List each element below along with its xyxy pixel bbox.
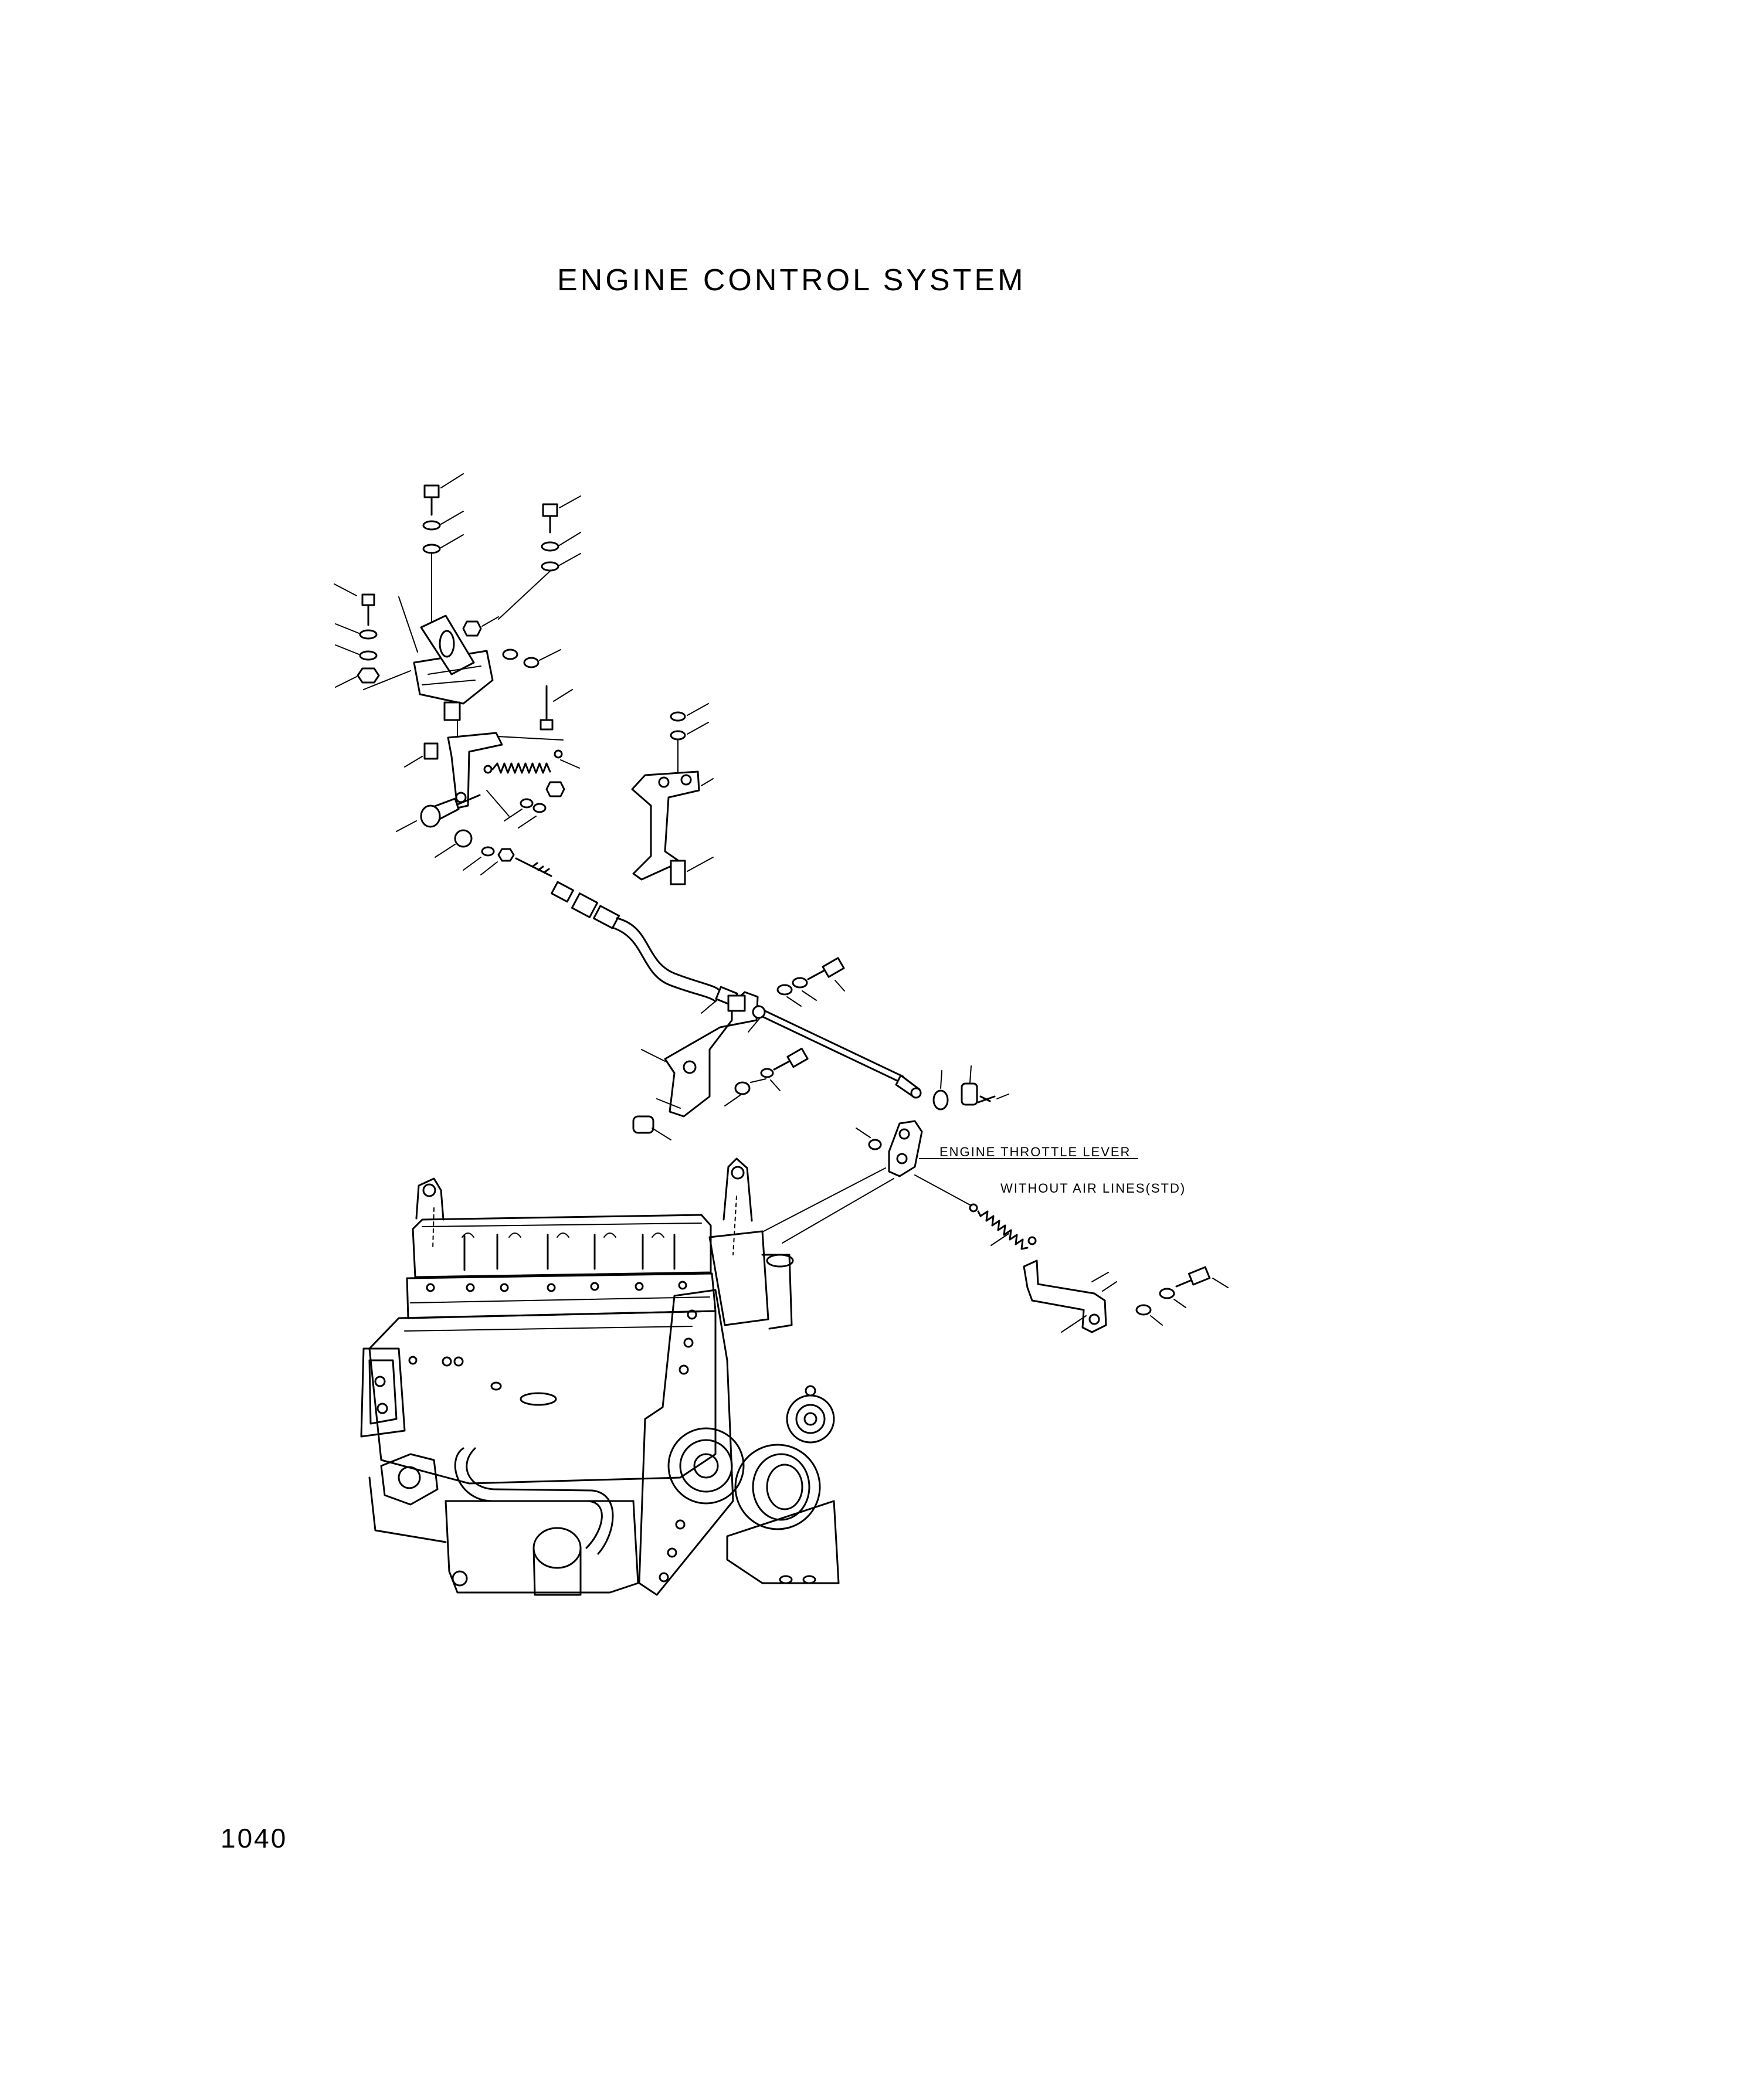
- washer-part: [760, 1068, 774, 1078]
- washer-part: [454, 829, 473, 848]
- washer-part: [1159, 1288, 1175, 1299]
- bolt-part: [423, 742, 439, 760]
- bolt-part: [670, 860, 686, 885]
- nut-part: [497, 848, 515, 862]
- washer-part: [422, 520, 441, 531]
- nut-part: [462, 620, 482, 637]
- washer-part: [1135, 1304, 1152, 1316]
- washer-part: [520, 798, 534, 809]
- bolt-part: [334, 583, 375, 626]
- bolt-part: [773, 1047, 809, 1071]
- washer-part: [502, 648, 518, 660]
- washer-part: [523, 657, 540, 668]
- washer-part: [734, 1081, 751, 1095]
- washer-part: [359, 650, 378, 661]
- sleeve-part: [632, 1115, 654, 1134]
- cable-support-bracket-part: [631, 703, 714, 885]
- engine-throttle-lever-part: [856, 1065, 1229, 1333]
- washer-part: [481, 846, 495, 857]
- return-spring-part: [914, 1174, 1037, 1250]
- engine-throttle-lever-label: ENGINE THROTTLE LEVER: [939, 1145, 1131, 1159]
- washer-part: [359, 629, 378, 640]
- washer-part: [776, 984, 793, 996]
- without-air-lines-label: WITHOUT AIR LINES(STD): [1000, 1181, 1186, 1196]
- bolt-part: [1175, 1266, 1229, 1288]
- washer-part: [541, 561, 559, 572]
- lever-housing-part: [413, 614, 494, 721]
- nut-part: [545, 781, 565, 797]
- engine-block: [360, 1157, 894, 1596]
- bolt-part: [807, 957, 845, 980]
- rod-bracket-assembly: [632, 957, 922, 1140]
- bolt-part: [542, 495, 581, 534]
- washer-part: [422, 544, 441, 554]
- washer-part: [541, 541, 559, 552]
- throttle-control-assembly: [334, 473, 581, 875]
- washer-part: [532, 803, 547, 813]
- page-title: ENGINE CONTROL SYSTEM: [557, 263, 1026, 297]
- washer-part: [792, 977, 808, 989]
- page-number: 1040: [220, 1823, 288, 1853]
- nut-part: [357, 667, 380, 684]
- bolt-part: [540, 719, 554, 731]
- bolt-part: [423, 473, 464, 516]
- throttle-cable-part: [515, 857, 760, 1014]
- spring-part: [483, 749, 563, 774]
